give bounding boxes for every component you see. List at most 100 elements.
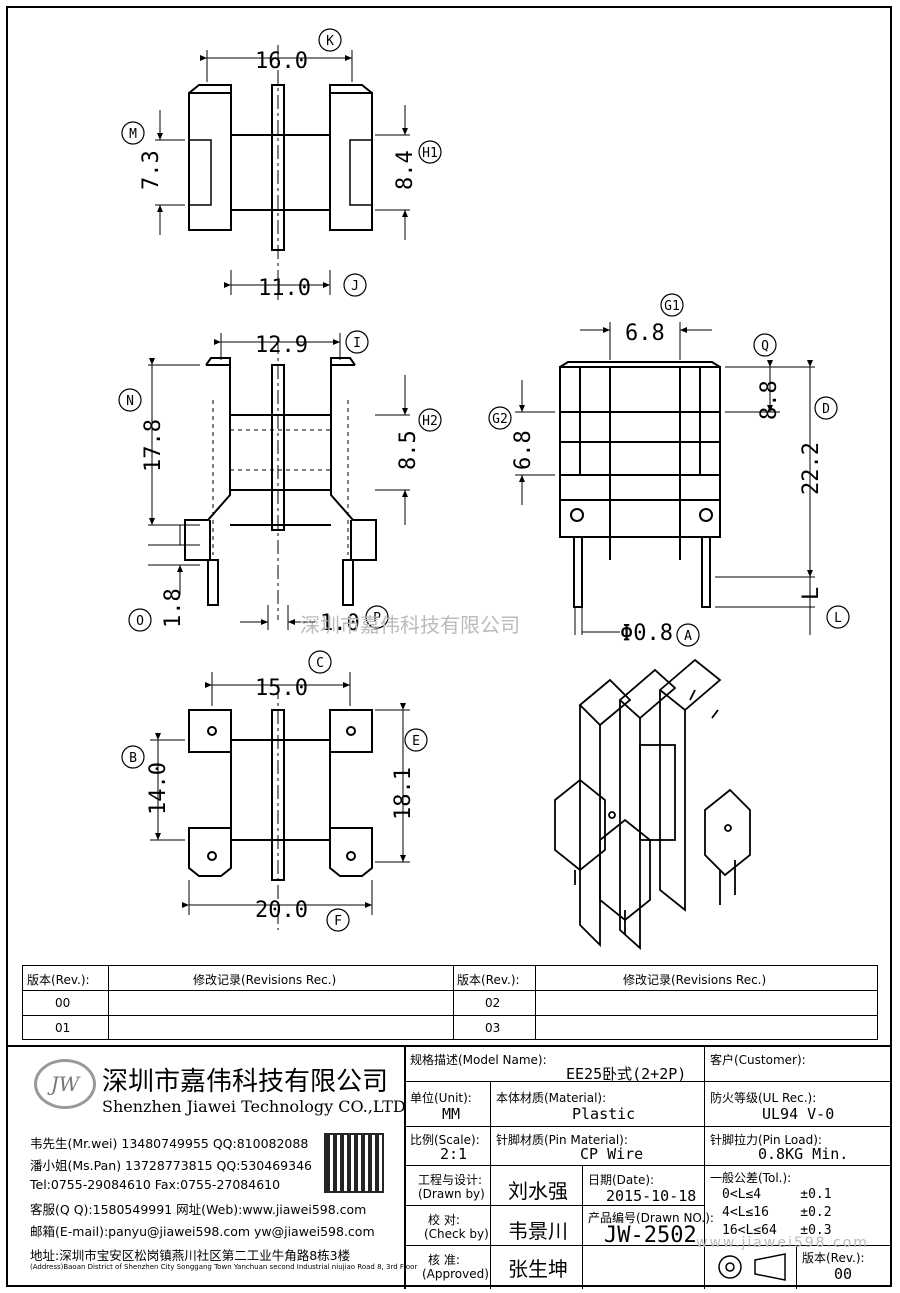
label-p: P <box>373 611 381 626</box>
address: 地址:深圳市宝安区松岗镇燕川社区第二工业牛角路8栋3楼 <box>30 1248 351 1263</box>
drawing-number: JW-2502 <box>604 1223 697 1248</box>
scale-value: 2:1 <box>440 1145 468 1163</box>
check-label-en: (Check by) <box>424 1227 489 1241</box>
dim-m: 7.3 <box>139 150 164 190</box>
dim-i: 12.9 <box>255 333 308 358</box>
dim-f: 20.0 <box>255 898 308 923</box>
dim-l: L <box>799 587 824 600</box>
dim-b: 14.0 <box>146 762 171 815</box>
unit-label: 单位(Unit): <box>410 1091 472 1105</box>
label-q: Q <box>761 339 769 354</box>
rec-header-1: 修改记录(Revisions Rec.) <box>193 973 337 987</box>
dim-o: 1.8 <box>161 588 186 628</box>
dim-c: 15.0 <box>255 676 308 701</box>
address-en: (Address)Baoan District of Shenzhen City… <box>30 1263 418 1271</box>
dim-q: 8.8 <box>757 380 782 420</box>
date-value: 2015-10-18 <box>606 1187 697 1205</box>
revision-table: 版本(Rev.): 修改记录(Revisions Rec.) 版本(Rev.):… <box>22 965 878 1040</box>
watermark: 深圳市嘉伟科技有限公司 <box>300 613 520 637</box>
label-e: E <box>412 734 420 749</box>
pin-load-label: 针脚拉力(Pin Load): <box>710 1133 822 1147</box>
pin-material-value: CP Wire <box>580 1145 644 1163</box>
drawn-label: 工程与设计: <box>418 1173 483 1187</box>
pin-load-value: 0.8KG Min. <box>758 1145 849 1163</box>
drawing-frame <box>6 6 892 1287</box>
drawno-label: 产品编号(Drawn NO.): <box>588 1211 714 1225</box>
top-view <box>188 45 373 300</box>
label-a: A <box>684 629 692 644</box>
drawn-by: 刘水强 <box>508 1179 568 1203</box>
rev-header-1: 版本(Rev.): <box>27 973 90 987</box>
engineering-drawing: 16.0 11.0 7.3 8.4 12.9 17.8 8.5 1.8 1.0 … <box>118 28 850 951</box>
label-n: N <box>126 394 134 409</box>
approve-label-en: (Approved) <box>422 1267 489 1281</box>
title-block: JW 深圳市嘉伟科技有限公司 Shenzhen Jiawei Technolog… <box>6 1045 892 1289</box>
rev-row-02: 02 <box>485 996 501 1010</box>
tolerance-row-1: 0<L≤4 ±0.1 <box>722 1187 832 1202</box>
isometric-view <box>554 658 751 951</box>
dim-d: 22.2 <box>799 442 824 495</box>
dim-j: 11.0 <box>258 276 311 301</box>
check-by: 韦景川 <box>508 1219 568 1243</box>
label-j: J <box>351 279 359 294</box>
ul-value: UL94 V-0 <box>762 1105 835 1123</box>
tolerance-row-2: 4<L≤16 ±0.2 <box>722 1205 832 1220</box>
approve-label: 核 准: <box>428 1253 460 1267</box>
label-f: F <box>334 914 342 929</box>
label-h1: H1 <box>422 146 438 161</box>
model-label: 规格描述(Model Name): <box>410 1053 547 1067</box>
label-c: C <box>316 656 324 671</box>
front-view <box>559 361 721 608</box>
projection-symbol <box>718 1253 786 1281</box>
dim-g1: 6.8 <box>625 321 665 346</box>
rev-header-2: 版本(Rev.): <box>457 973 520 987</box>
check-label: 校 对: <box>428 1213 460 1227</box>
label-b: B <box>129 751 137 766</box>
company-name-cn: 深圳市嘉伟科技有限公司 <box>102 1067 389 1097</box>
rev-row-01: 01 <box>55 1021 71 1035</box>
rev-label: 版本(Rev.): <box>802 1251 865 1265</box>
pin-material-label: 针脚材质(Pin Material): <box>496 1133 628 1147</box>
dim-k: 16.0 <box>255 49 308 74</box>
bottom-view <box>188 685 373 930</box>
material-value: Plastic <box>572 1105 636 1123</box>
dim-h1: 8.4 <box>393 150 418 190</box>
company-logo: JW <box>34 1059 96 1109</box>
contact-pan: 潘小姐(Ms.Pan) 13728773815 QQ:530469346 <box>30 1158 312 1173</box>
contact-web: 客服(Q Q):1580549991 网址(Web):www.jiawei598… <box>30 1202 367 1217</box>
contact-wei: 韦先生(Mr.wei) 13480749955 QQ:810082088 <box>30 1136 309 1151</box>
label-k: K <box>326 34 334 49</box>
label-d: D <box>822 402 830 417</box>
approved-by: 张生坤 <box>508 1257 568 1281</box>
tolerance-row-3: 16<L≤64 ±0.3 <box>722 1223 832 1238</box>
label-i: I <box>353 336 361 351</box>
dim-e: 18.1 <box>391 767 416 820</box>
contact-tel: Tel:0755-29084610 Fax:0755-27084610 <box>30 1177 281 1192</box>
dim-a: Φ0.8 <box>620 621 673 646</box>
side-view <box>184 340 377 620</box>
customer-label: 客户(Customer): <box>710 1053 806 1067</box>
ul-label: 防火等级(UL Rec.): <box>710 1091 817 1105</box>
label-m: M <box>129 127 137 142</box>
label-h2: H2 <box>422 414 438 429</box>
label-o: O <box>136 614 144 629</box>
rev-row-03: 03 <box>485 1021 501 1035</box>
drawn-label-en: (Drawn by) <box>418 1187 485 1201</box>
label-g1: G1 <box>664 299 680 314</box>
dim-n: 17.8 <box>141 419 166 472</box>
unit-value: MM <box>442 1105 461 1123</box>
web-watermark: www.jiawei598.com <box>696 1235 869 1251</box>
material-label: 本体材质(Material): <box>496 1091 607 1105</box>
date-label: 日期(Date): <box>588 1173 655 1187</box>
rec-header-2: 修改记录(Revisions Rec.) <box>623 973 767 987</box>
contact-email: 邮箱(E-mail):panyu@jiawei598.com yw@jiawei… <box>30 1224 375 1239</box>
model-value: EE25卧式(2+2P) <box>566 1065 687 1083</box>
scale-label: 比例(Scale): <box>410 1133 480 1147</box>
label-l: L <box>834 611 842 626</box>
label-g2: G2 <box>492 412 508 427</box>
rev-row-00: 00 <box>55 996 71 1010</box>
dim-g2: 6.8 <box>511 430 536 470</box>
company-name-en: Shenzhen Jiawei Technology CO.,LTD <box>102 1097 406 1116</box>
tolerance-label: 一般公差(Tol.): <box>710 1171 792 1185</box>
dim-h2: 8.5 <box>396 430 421 470</box>
